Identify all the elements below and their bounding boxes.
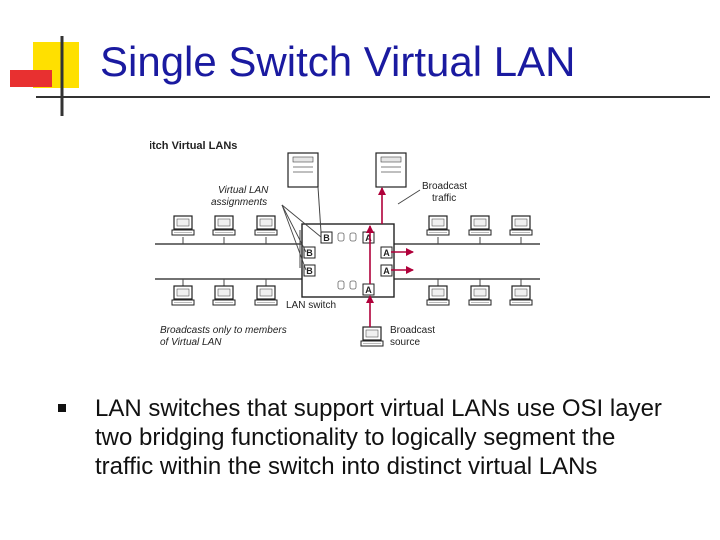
switch-slots [337,232,357,290]
title-decoration [10,36,710,116]
port-b-left-upper: B [303,246,316,259]
computer [509,279,533,306]
slide-title: Single Switch Virtual LAN [100,38,576,85]
server [375,152,407,188]
switch-label: LAN switch [286,300,336,311]
broadcast-source-label-line1: Broadcast [390,325,435,336]
assignment-pointers [281,204,322,271]
computer [426,215,450,244]
computer [171,215,195,244]
computer [254,279,278,306]
port-label: A [383,248,390,258]
computer [468,215,492,244]
computer [426,279,450,306]
port-a-top: A [362,231,375,244]
broadcast-source-computer [360,326,384,347]
computer [171,279,195,306]
server [287,152,322,233]
port-label: B [306,266,313,276]
broadcast-traffic-label-line2: traffic [432,193,456,204]
computer [468,279,492,306]
members-label-line2: of Virtual LAN [160,337,222,348]
broadcast-traffic-pointer [397,189,421,205]
computer [212,215,236,244]
port-label: B [306,248,313,258]
computer [254,215,278,244]
bullet-square-icon [58,404,66,412]
broadcast-arrows [366,187,414,327]
computer [212,279,236,306]
port-label: B [323,233,330,243]
lan-switch [301,223,395,298]
port-b-top: B [320,231,333,244]
assignments-label-line1: Virtual LAN [218,185,269,196]
assignments-label-line2: assignments [211,197,267,208]
vlan-diagram: Single Switch Virtual LANs B A B B A A A [150,140,540,348]
port-label: A [365,285,372,295]
bullet-text: LAN switches that support virtual LANs u… [95,395,662,480]
port-label: A [365,233,372,243]
broadcast-source-label-line2: source [390,337,420,348]
figure-caption: Single Switch Virtual LANs [150,140,237,152]
computer [509,215,533,244]
red-bar [10,70,52,87]
broadcast-traffic-label-line1: Broadcast [422,181,467,192]
port-a-bottom: A [362,283,375,296]
members-label-line1: Broadcasts only to members [160,325,287,336]
port-label: A [383,266,390,276]
port-b-left-lower: B [303,264,316,277]
port-a-right-lower: A [380,264,393,277]
port-a-right-upper: A [380,246,393,259]
